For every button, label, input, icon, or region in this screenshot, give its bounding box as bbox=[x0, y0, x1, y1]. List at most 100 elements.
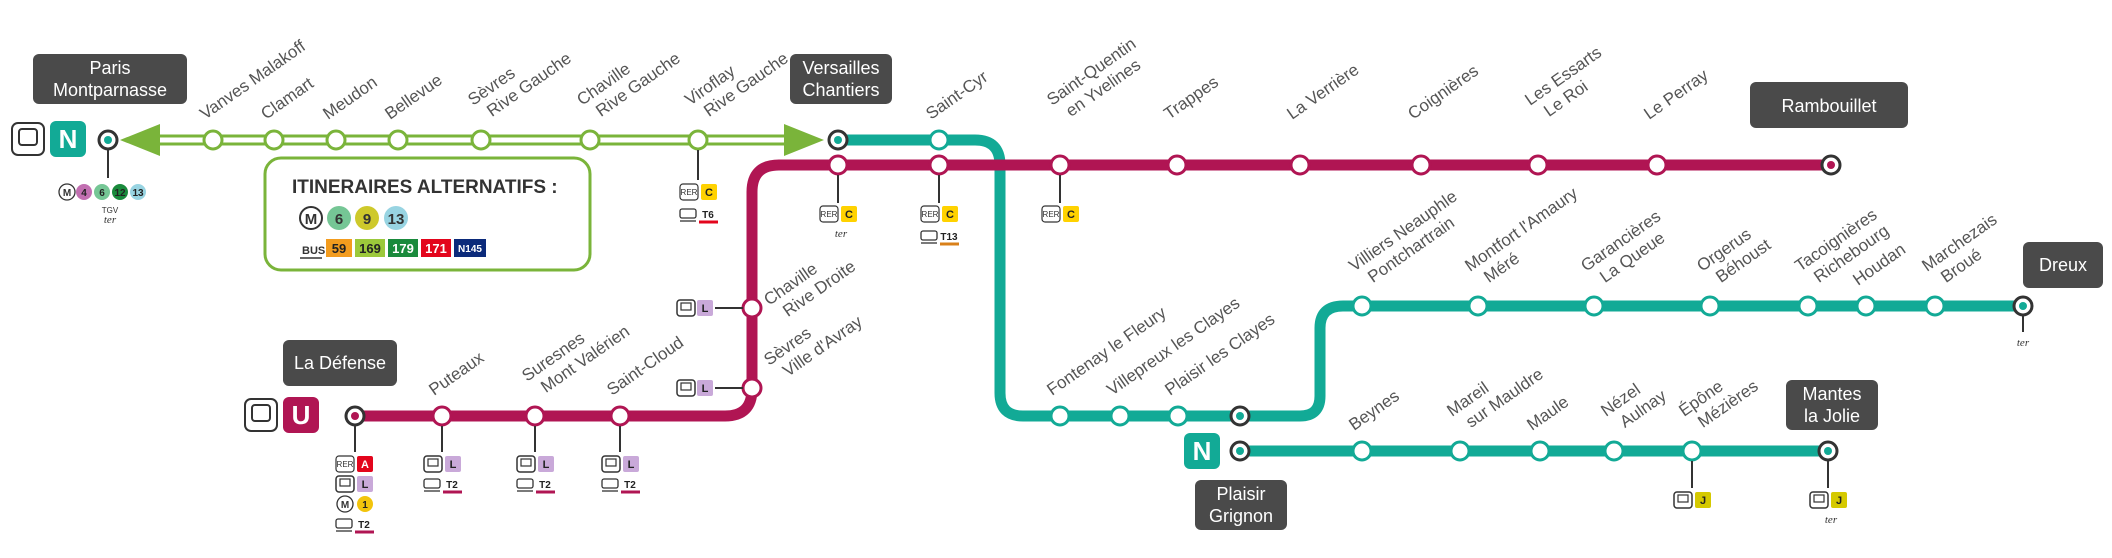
svg-text:N145: N145 bbox=[458, 244, 482, 255]
svg-text:J: J bbox=[1700, 495, 1706, 507]
station-bellevue[interactable] bbox=[387, 129, 409, 151]
train-icon bbox=[1809, 491, 1829, 509]
svg-text:13: 13 bbox=[388, 211, 405, 228]
station-n-dreux-5[interactable] bbox=[1855, 295, 1877, 317]
station-u-defense-2[interactable] bbox=[609, 405, 631, 427]
station-label: Villiers NeauphlePontchartrain bbox=[1345, 187, 1472, 292]
station-n-dreux-2[interactable] bbox=[1583, 295, 1605, 317]
station-chaville[interactable] bbox=[579, 129, 601, 151]
svg-text:C: C bbox=[1067, 209, 1075, 221]
ter-icon: ter bbox=[1825, 514, 1838, 526]
station-n-dreux-6[interactable] bbox=[1924, 295, 1946, 317]
svg-text:A: A bbox=[361, 459, 369, 471]
metro-line-badge: 6 bbox=[99, 188, 105, 199]
station-plaisir-junction[interactable] bbox=[1229, 405, 1251, 427]
svg-text:RER: RER bbox=[1043, 210, 1060, 219]
station-u-defense-0[interactable] bbox=[431, 405, 453, 427]
station-versailles-chantiers[interactable] bbox=[827, 129, 849, 151]
station-u-rive-droite-1[interactable] bbox=[741, 297, 763, 319]
station-n-plaisir-2[interactable] bbox=[1167, 405, 1189, 427]
line-l-badge: L bbox=[538, 456, 554, 472]
station-label: ChavilleRive Droite bbox=[760, 240, 859, 325]
station-u-west-4[interactable] bbox=[1527, 154, 1549, 176]
station-n-mantes-4[interactable] bbox=[1681, 440, 1703, 462]
rer-icon: RER bbox=[920, 205, 940, 223]
station-n-dreux-1[interactable] bbox=[1467, 295, 1489, 317]
station-u-west-2[interactable] bbox=[1289, 154, 1311, 176]
station-label: ChavilleRive Gauche bbox=[573, 32, 683, 125]
svg-text:Montparnasse: Montparnasse bbox=[53, 80, 167, 100]
rer-c-badge: C bbox=[1063, 206, 1079, 222]
terminal-la-defense[interactable]: La Défense bbox=[283, 340, 397, 386]
train-icon bbox=[1673, 491, 1693, 509]
line-j-badge: J bbox=[1695, 492, 1711, 508]
svg-text:T6: T6 bbox=[702, 210, 714, 221]
station-n-mantes-2[interactable] bbox=[1529, 440, 1551, 462]
station-clamart[interactable] bbox=[263, 129, 285, 151]
terminal-mantes-la-jolie[interactable]: Mantes la Jolie bbox=[1786, 380, 1878, 430]
station-u-west-3[interactable] bbox=[1410, 154, 1432, 176]
line-n-badge-paris[interactable]: N bbox=[11, 121, 86, 157]
station-n-mantes-3[interactable] bbox=[1603, 440, 1625, 462]
station-la-defense[interactable] bbox=[344, 405, 366, 427]
svg-text:J: J bbox=[1836, 495, 1842, 507]
station-plaisir-grignon[interactable] bbox=[1229, 440, 1251, 462]
ter-icon: ter bbox=[104, 214, 117, 226]
alternative-routes-box: ITINERAIRES ALTERNATIFS : M 6 9 13 BUS 5… bbox=[263, 156, 592, 272]
terminal-paris-montparnasse[interactable]: Paris Montparnasse bbox=[33, 54, 187, 104]
terminal-versailles-chantiers[interactable]: Versailles Chantiers bbox=[790, 54, 892, 104]
station-saint-cyr[interactable] bbox=[928, 129, 950, 151]
terminal-plaisir-grignon[interactable]: Plaisir Grignon bbox=[1195, 480, 1287, 530]
line-u-badge-defense[interactable]: U bbox=[244, 397, 319, 433]
station-n-plaisir-1[interactable] bbox=[1109, 405, 1131, 427]
station-label: Le Perray bbox=[1640, 65, 1712, 123]
station-label: ÉpôneMézières bbox=[1675, 360, 1761, 437]
train-icon bbox=[423, 455, 443, 473]
station-label: OrgerusBéhoust bbox=[1693, 219, 1774, 292]
station-label: Puteaux bbox=[425, 348, 487, 400]
station-vanves-malakoff[interactable] bbox=[202, 129, 224, 151]
station-u-west-5[interactable] bbox=[1646, 154, 1668, 176]
station-u-west-0[interactable] bbox=[1049, 154, 1071, 176]
station-n-mantes-1[interactable] bbox=[1449, 440, 1471, 462]
train-icon bbox=[676, 379, 696, 397]
svg-text:RER: RER bbox=[821, 210, 838, 219]
station-n-dreux-0[interactable] bbox=[1351, 295, 1373, 317]
station-label: MarchezaisBroué bbox=[1918, 210, 2012, 292]
metro-line-badge: 4 bbox=[81, 188, 87, 199]
line-n-badge-plaisir[interactable]: N bbox=[1184, 433, 1220, 469]
terminal-rambouillet[interactable]: Rambouillet bbox=[1750, 82, 1908, 128]
rer-icon: RER bbox=[679, 183, 699, 201]
tram-icon bbox=[920, 230, 938, 244]
station-n-dreux-3[interactable] bbox=[1699, 295, 1721, 317]
svg-text:T2: T2 bbox=[624, 480, 636, 491]
rer-icon: RER bbox=[1041, 205, 1061, 223]
station-viroflay[interactable] bbox=[687, 129, 709, 151]
line-l-badge: L bbox=[623, 456, 639, 472]
station-n-plaisir-0[interactable] bbox=[1049, 405, 1071, 427]
station-label: Beynes bbox=[1345, 386, 1402, 434]
station-versailles-u[interactable] bbox=[827, 154, 849, 176]
station-s-vres[interactable] bbox=[470, 129, 492, 151]
station-mantes-la-jolie[interactable] bbox=[1817, 440, 1839, 462]
tram-icon bbox=[679, 208, 697, 222]
station-label: Bellevue bbox=[381, 70, 445, 123]
svg-text:L: L bbox=[543, 459, 550, 471]
station-n-mantes-0[interactable] bbox=[1351, 440, 1373, 462]
station-dreux[interactable] bbox=[2012, 295, 2034, 317]
station-rambouillet[interactable] bbox=[1820, 154, 1842, 176]
station-paris-montparnasse[interactable] bbox=[97, 129, 119, 151]
terminal-dreux[interactable]: Dreux bbox=[2023, 242, 2103, 288]
station-saint-cyr-u[interactable] bbox=[928, 154, 950, 176]
station-u-rive-droite-0[interactable] bbox=[741, 377, 763, 399]
metro-icon: M bbox=[299, 206, 323, 230]
station-n-dreux-4[interactable] bbox=[1797, 295, 1819, 317]
svg-text:Plaisir: Plaisir bbox=[1216, 484, 1265, 504]
station-u-west-1[interactable] bbox=[1166, 154, 1188, 176]
station-label: SèvresVille d'Avray bbox=[760, 295, 866, 385]
station-u-defense-1[interactable] bbox=[524, 405, 546, 427]
station-meudon[interactable] bbox=[325, 129, 347, 151]
line-l-badge: L bbox=[697, 300, 713, 316]
rer-c-badge: C bbox=[841, 206, 857, 222]
